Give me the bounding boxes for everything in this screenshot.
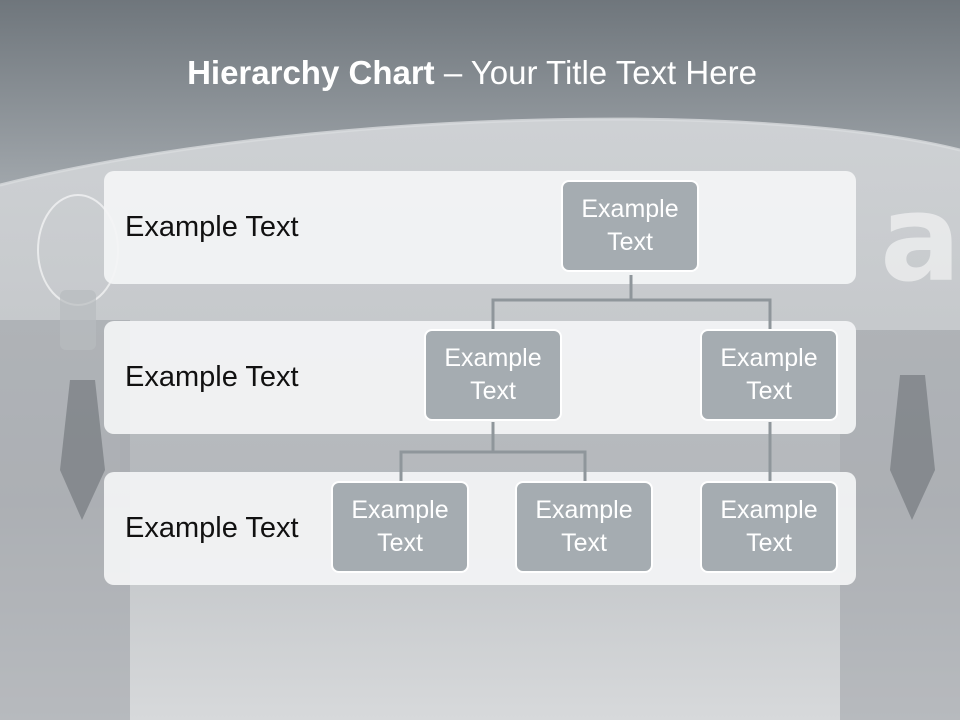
title-rest: Your Title Text Here bbox=[470, 54, 757, 91]
tie-shape bbox=[890, 375, 935, 520]
node-level2-left[interactable]: Example Text bbox=[424, 329, 562, 421]
slide-title: Hierarchy Chart – Your Title Text Here bbox=[0, 54, 944, 92]
level-label-3: Example Text bbox=[125, 512, 299, 544]
node-level2-right[interactable]: Example Text bbox=[700, 329, 838, 421]
node-level3-b[interactable]: Example Text bbox=[515, 481, 653, 573]
title-bold: Hierarchy Chart bbox=[187, 54, 435, 91]
tie-shape bbox=[60, 380, 105, 520]
node-root[interactable]: Example Text bbox=[561, 180, 699, 272]
header-band bbox=[0, 0, 960, 185]
title-separator: – bbox=[434, 54, 471, 91]
level-label-1: Example Text bbox=[125, 211, 299, 243]
level-band-1 bbox=[104, 171, 856, 284]
node-level3-a[interactable]: Example Text bbox=[331, 481, 469, 573]
node-level3-c[interactable]: Example Text bbox=[700, 481, 838, 573]
svg-text:a: a bbox=[880, 170, 960, 309]
level-label-2: Example Text bbox=[125, 361, 299, 393]
